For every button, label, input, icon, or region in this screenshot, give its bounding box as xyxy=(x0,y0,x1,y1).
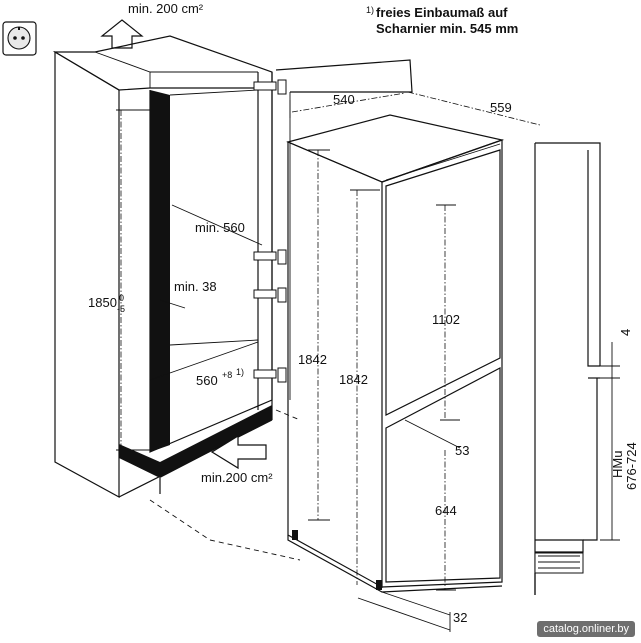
note-line2: Scharnier min. 545 mm xyxy=(376,21,518,36)
unit-height-a-label: 1842 xyxy=(298,352,327,367)
niche-width-dimension: 560 +8 1) xyxy=(196,367,244,388)
appliance-body xyxy=(286,114,505,593)
niche-height-label: 1850 xyxy=(88,295,117,310)
unit-depth-label: 559 xyxy=(490,100,512,115)
gap-label: 53 xyxy=(455,443,469,458)
fridge-door-height-label: 1102 xyxy=(432,312,460,327)
watermark: catalog.onliner.by xyxy=(537,621,635,637)
vent-in-arrow-icon xyxy=(210,434,267,470)
note: 1) freies Einbaumaß auf Scharnier min. 5… xyxy=(366,5,518,36)
wall-thickness-label: min. 38 xyxy=(174,279,217,294)
unit-width-label: 540 xyxy=(333,92,355,107)
note-line1: freies Einbaumaß auf xyxy=(376,5,508,20)
dimension-lines xyxy=(116,91,620,632)
niche-depth-label: min. 560 xyxy=(195,220,245,235)
hinge-set xyxy=(253,79,287,383)
niche-height-tol-lower: -5 xyxy=(117,304,125,314)
unit-height-b-label: 1842 xyxy=(339,372,368,387)
niche-width-tol: +8 xyxy=(222,370,232,380)
side-gap-label: 4 xyxy=(618,329,633,336)
niche-height-tol-upper: 0 xyxy=(119,293,124,303)
vent-bottom-label: min.200 cm² xyxy=(201,470,273,485)
plinth-label: 32 xyxy=(453,610,467,625)
power-socket-icon xyxy=(2,21,37,56)
vent-top-label: min. 200 cm² xyxy=(128,1,204,16)
freezer-door-height-label: 644 xyxy=(435,503,457,518)
niche-cabinet xyxy=(52,35,273,499)
niche-height-dimension: 1850 0 -5 xyxy=(88,293,125,314)
hmu-range-label: 676-724 xyxy=(624,442,639,490)
niche-width-ref: 1) xyxy=(236,367,244,377)
hmu-label: HMu xyxy=(610,451,625,478)
niche-width-label: 560 xyxy=(196,373,218,388)
side-profile xyxy=(534,142,601,595)
vent-up-arrow-icon xyxy=(100,19,144,49)
note-marker: 1) xyxy=(366,5,374,15)
hmu-dimension: HMu 676-724 xyxy=(610,442,639,490)
